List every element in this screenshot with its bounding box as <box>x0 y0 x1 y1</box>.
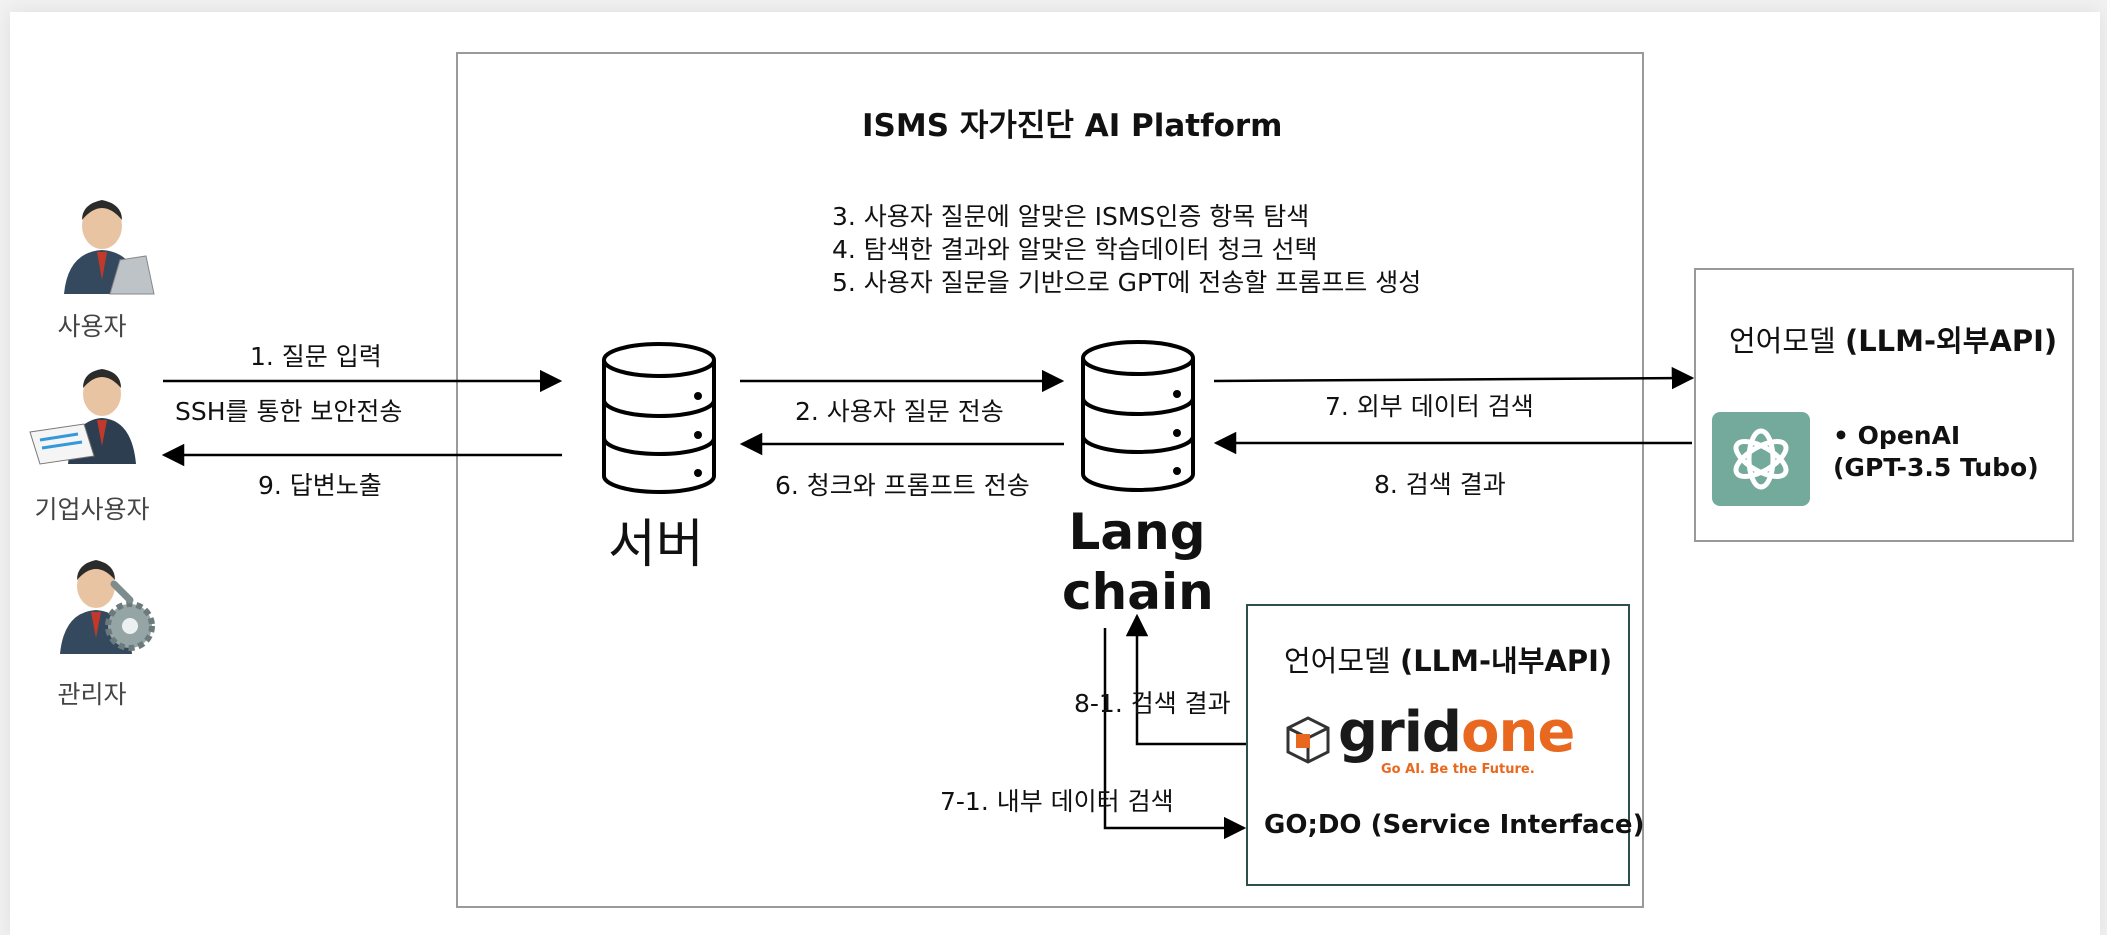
gridone-tagline: Go AI. Be the Future. <box>1381 762 1535 777</box>
external-llm-title-prefix: 언어모델 <box>1729 324 1845 358</box>
label-ssh-secure: SSH를 통한 보안전송 <box>175 397 403 426</box>
label-question-input: 1. 질문 입력 <box>250 342 382 371</box>
label-send-chunk-prompt: 6. 청크와 프롬프트 전송 <box>775 471 1030 500</box>
step-5: 5. 사용자 질문을 기반으로 GPT에 전송할 프롬프트 생성 <box>832 268 1422 297</box>
gridone-logo-grid: grid <box>1338 700 1462 765</box>
label-search-result: 8. 검색 결과 <box>1374 470 1506 499</box>
langchain-database-icon <box>1081 340 1195 492</box>
process-steps: 3. 사용자 질문에 알맞은 ISMS인증 항목 탐색 4. 탐색한 결과와 알… <box>832 200 1421 299</box>
openai-knot-icon <box>1733 428 1789 490</box>
langchain-label-line2: chain <box>1062 563 1214 621</box>
arrow-internal-search <box>1103 628 1247 840</box>
arrow-external-search <box>1213 366 1695 390</box>
server-label: 서버 <box>608 515 704 575</box>
label-external-search: 7. 외부 데이터 검색 <box>1325 392 1534 421</box>
label-answer-display: 9. 답변노출 <box>258 471 382 500</box>
arrow-internal-search-result <box>1125 613 1246 746</box>
label-internal-search: 7-1. 내부 데이터 검색 <box>940 787 1174 816</box>
langchain-label-line1: Lang <box>1068 503 1206 561</box>
actor-enterprise-user-label: 기업사용자 <box>34 495 150 524</box>
external-llm-title-bold: (LLM-외부API) <box>1844 324 2058 358</box>
external-llm-title: 언어모델 (LLM-외부API) <box>1729 318 2057 360</box>
label-send-question: 2. 사용자 질문 전송 <box>795 397 1004 426</box>
user-icon <box>64 200 155 295</box>
internal-llm-title-prefix: 언어모델 <box>1284 644 1400 678</box>
internal-llm-title-bold: (LLM-내부API) <box>1399 644 1613 678</box>
openai-model-name: (GPT-3.5 Tubo) <box>1833 453 2039 482</box>
gridone-logo: gridone <box>1338 700 1575 765</box>
service-interface-label: GO;DO (Service Interface) <box>1264 810 1645 840</box>
openai-description: • OpenAI (GPT-3.5 Tubo) <box>1833 420 2039 484</box>
step-3: 3. 사용자 질문에 알맞은 ISMS인증 항목 탐색 <box>832 202 1310 231</box>
langchain-label: Lang chain <box>1062 502 1214 622</box>
actor-user-label: 사용자 <box>57 312 127 341</box>
step-4: 4. 탐색한 결과와 알맞은 학습데이터 청크 선택 <box>832 235 1318 264</box>
server-database-icon <box>602 342 716 494</box>
label-internal-search-result: 8-1. 검색 결과 <box>1074 689 1231 718</box>
openai-logo-icon <box>1712 412 1810 506</box>
actor-admin-label: 관리자 <box>57 680 127 709</box>
gridone-cube-icon <box>1286 716 1330 764</box>
enterprise-user-icon <box>29 369 136 465</box>
platform-title: ISMS 자가진단 AI Platform <box>862 108 1283 144</box>
admin-icon <box>60 560 155 654</box>
gridone-logo-one: one <box>1460 700 1575 765</box>
openai-bullet: • OpenAI <box>1833 421 1961 450</box>
internal-llm-title: 언어모델 (LLM-내부API) <box>1284 638 1612 680</box>
